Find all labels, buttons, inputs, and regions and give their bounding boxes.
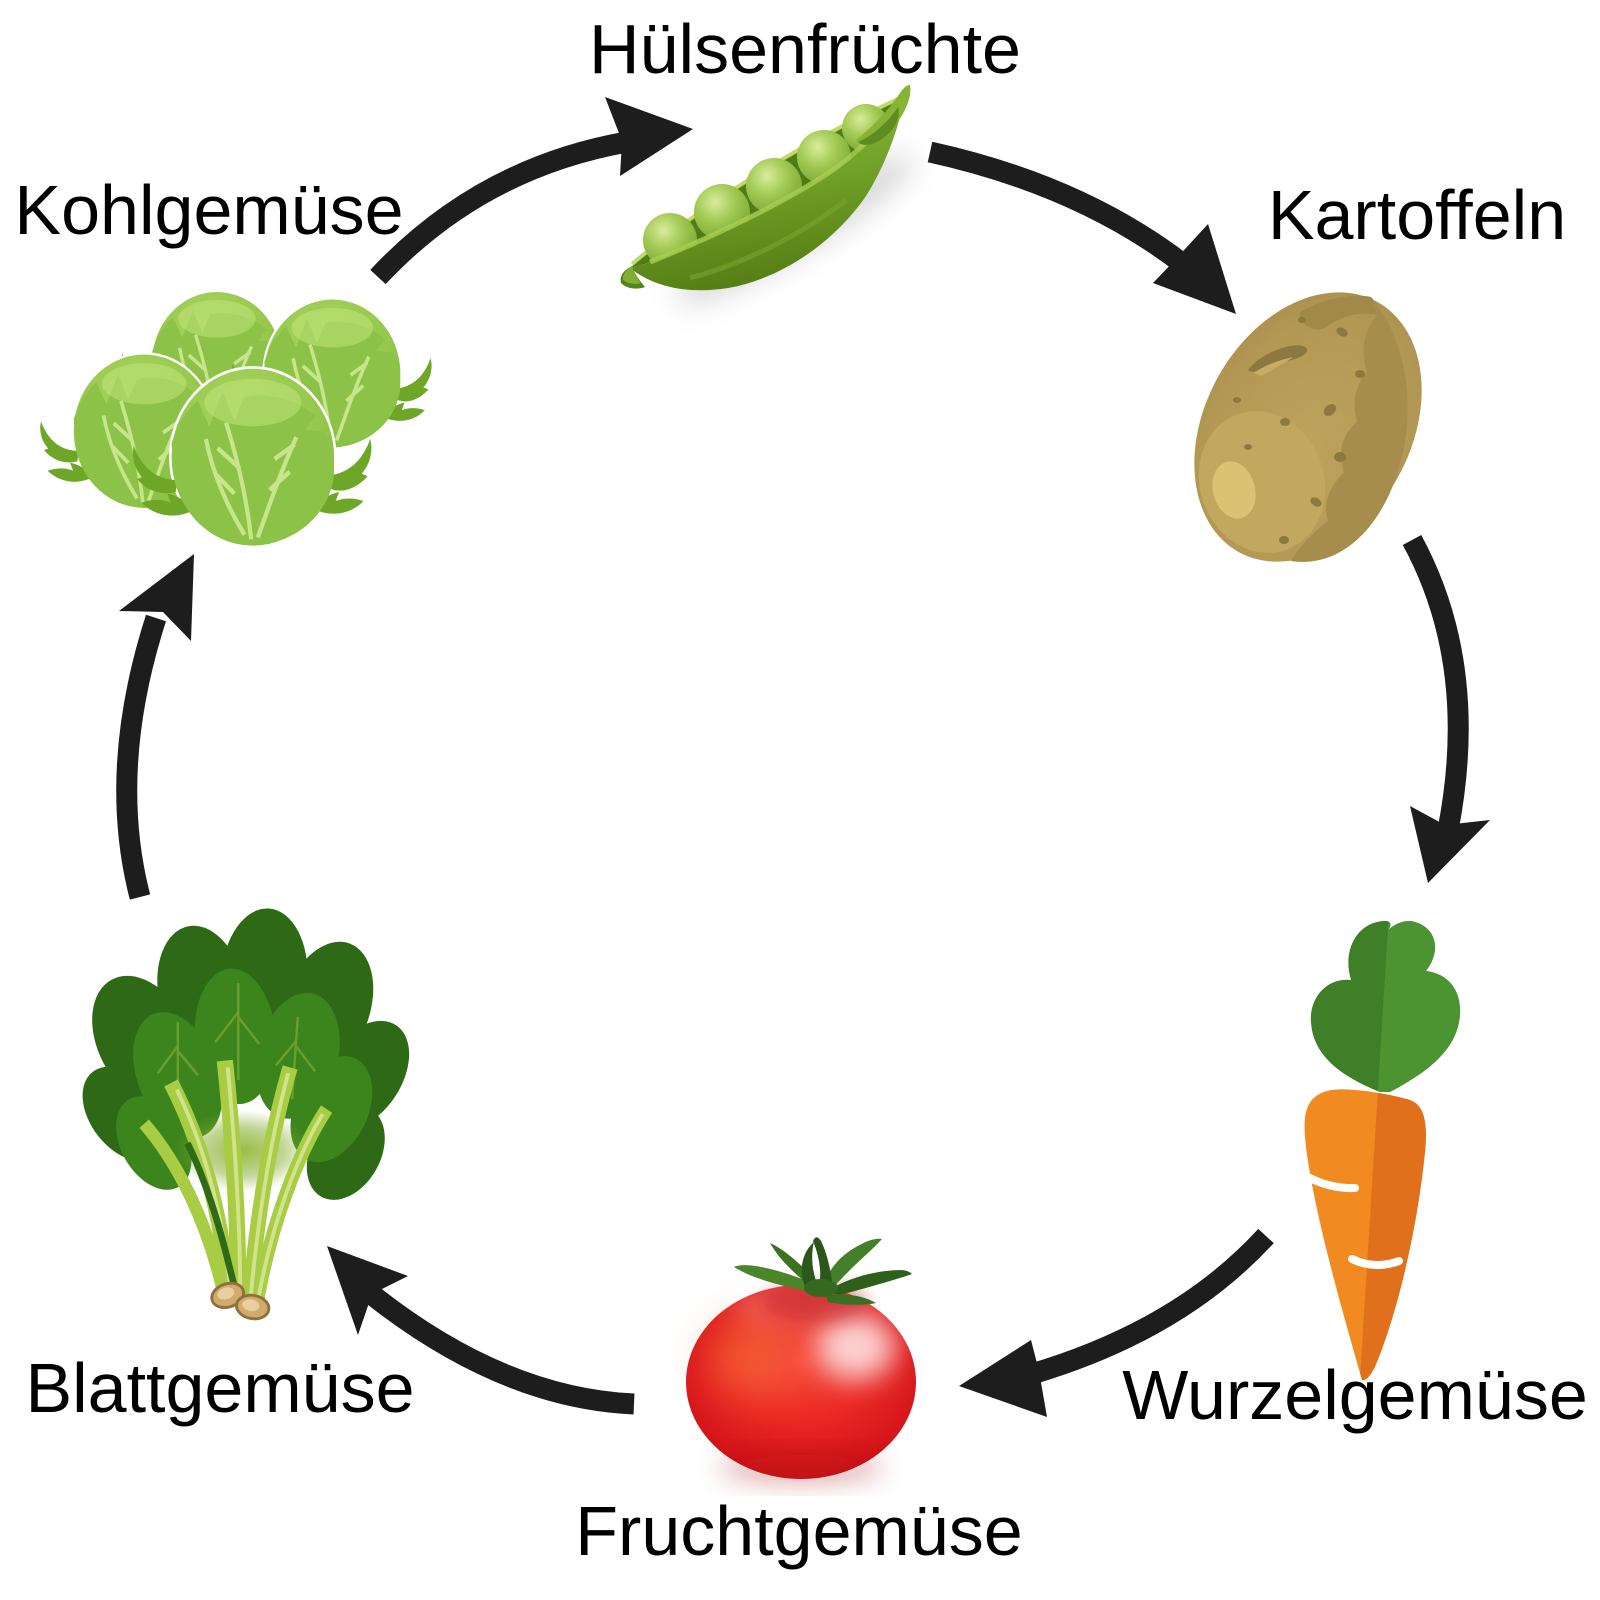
svg-text:Wurzelgemüse: Wurzelgemüse	[1122, 1356, 1588, 1434]
svg-text:Fruchtgemüse: Fruchtgemüse	[575, 1492, 1022, 1570]
svg-text:Hülsenfrüchte: Hülsenfrüchte	[589, 10, 1021, 88]
svg-text:Kartoffeln: Kartoffeln	[1268, 176, 1566, 254]
svg-text:Blattgemüse: Blattgemüse	[25, 1349, 414, 1427]
svg-text:Kohlgemüse: Kohlgemüse	[14, 171, 403, 249]
